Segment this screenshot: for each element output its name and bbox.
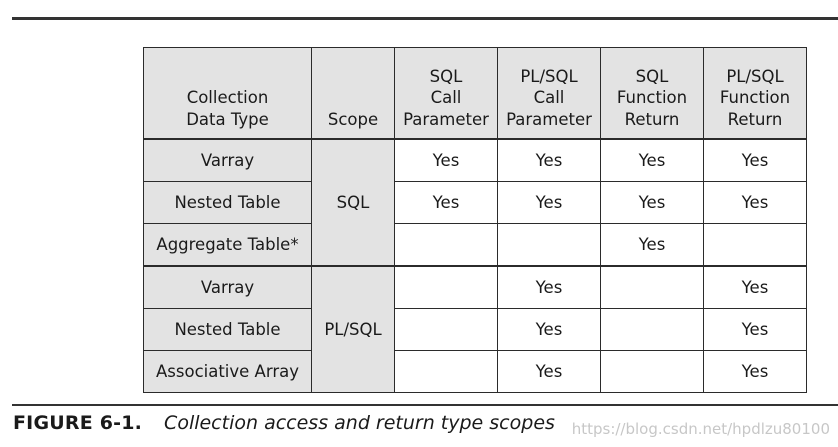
sql-call-cell — [394, 350, 498, 393]
sql-return-cell — [600, 350, 704, 393]
plsql-return-cell: Yes — [703, 350, 807, 393]
type-cell: Nested Table — [143, 181, 312, 224]
plsql-return-cell: Yes — [703, 308, 807, 351]
sql-call-cell — [394, 265, 498, 309]
plsql-call-cell: Yes — [497, 181, 601, 224]
plsql-call-cell: Yes — [497, 138, 601, 182]
sql-call-cell — [394, 308, 498, 351]
top-rule — [12, 17, 838, 20]
sql-return-cell: Yes — [600, 223, 704, 267]
sql-return-cell: Yes — [600, 138, 704, 182]
plsql-scope-group: Varray PL/SQL Yes Yes Nested Table Yes Y… — [143, 265, 807, 393]
header-sql-call-parameter: SQL Call Parameter — [394, 47, 498, 140]
collection-scope-table: Collection Data Type Scope SQL Call Para… — [143, 47, 807, 393]
figure-caption-text: Collection access and return type scopes — [164, 412, 555, 434]
type-cell: Varray — [143, 138, 312, 182]
header-row: Collection Data Type Scope SQL Call Para… — [143, 47, 807, 140]
table-row: Varray PL/SQL Yes Yes — [143, 265, 807, 393]
table-row: Nested Table Yes Yes Yes Yes — [143, 181, 807, 224]
bottom-rule — [12, 404, 838, 406]
header-scope: Scope — [311, 47, 395, 140]
plsql-call-cell: Yes — [497, 350, 601, 393]
plsql-call-cell: Yes — [497, 265, 601, 309]
header-plsql-function-return: PL/SQL Function Return — [703, 47, 807, 140]
header-plsql-call-parameter: PL/SQL Call Parameter — [497, 47, 601, 140]
plsql-return-cell: Yes — [703, 181, 807, 224]
figure-caption: FIGURE 6-1. Collection access and return … — [13, 412, 555, 434]
plsql-return-cell: Yes — [703, 138, 807, 182]
plsql-return-cell — [703, 223, 807, 267]
plsql-return-cell: Yes — [703, 265, 807, 309]
sql-call-cell — [394, 223, 498, 267]
header-collection-data-type: Collection Data Type — [143, 47, 312, 140]
header-sql-function-return: SQL Function Return — [600, 47, 704, 140]
type-cell: Associative Array — [143, 350, 312, 393]
table-row: Nested Table Yes Yes — [143, 308, 807, 351]
scope-cell: SQL — [311, 138, 395, 267]
table-row: Aggregate Table* Yes — [143, 223, 807, 267]
sql-return-cell — [600, 265, 704, 309]
scope-cell: PL/SQL — [311, 265, 395, 393]
sql-return-cell — [600, 308, 704, 351]
sql-return-cell: Yes — [600, 181, 704, 224]
type-cell: Nested Table — [143, 308, 312, 351]
sql-scope-group: Varray SQL Yes Yes Yes Yes Nested Table … — [143, 138, 807, 267]
type-cell: Aggregate Table* — [143, 223, 312, 267]
sql-call-cell: Yes — [394, 181, 498, 224]
figure-label: FIGURE 6-1. — [13, 412, 143, 434]
table-row: Associative Array Yes Yes — [143, 350, 807, 393]
watermark: https://blog.csdn.net/hpdlzu80100 — [571, 420, 830, 438]
table-row: Varray SQL Yes Yes Yes Yes — [143, 138, 807, 267]
plsql-call-cell: Yes — [497, 308, 601, 351]
type-cell: Varray — [143, 265, 312, 309]
plsql-call-cell — [497, 223, 601, 267]
sql-call-cell: Yes — [394, 138, 498, 182]
